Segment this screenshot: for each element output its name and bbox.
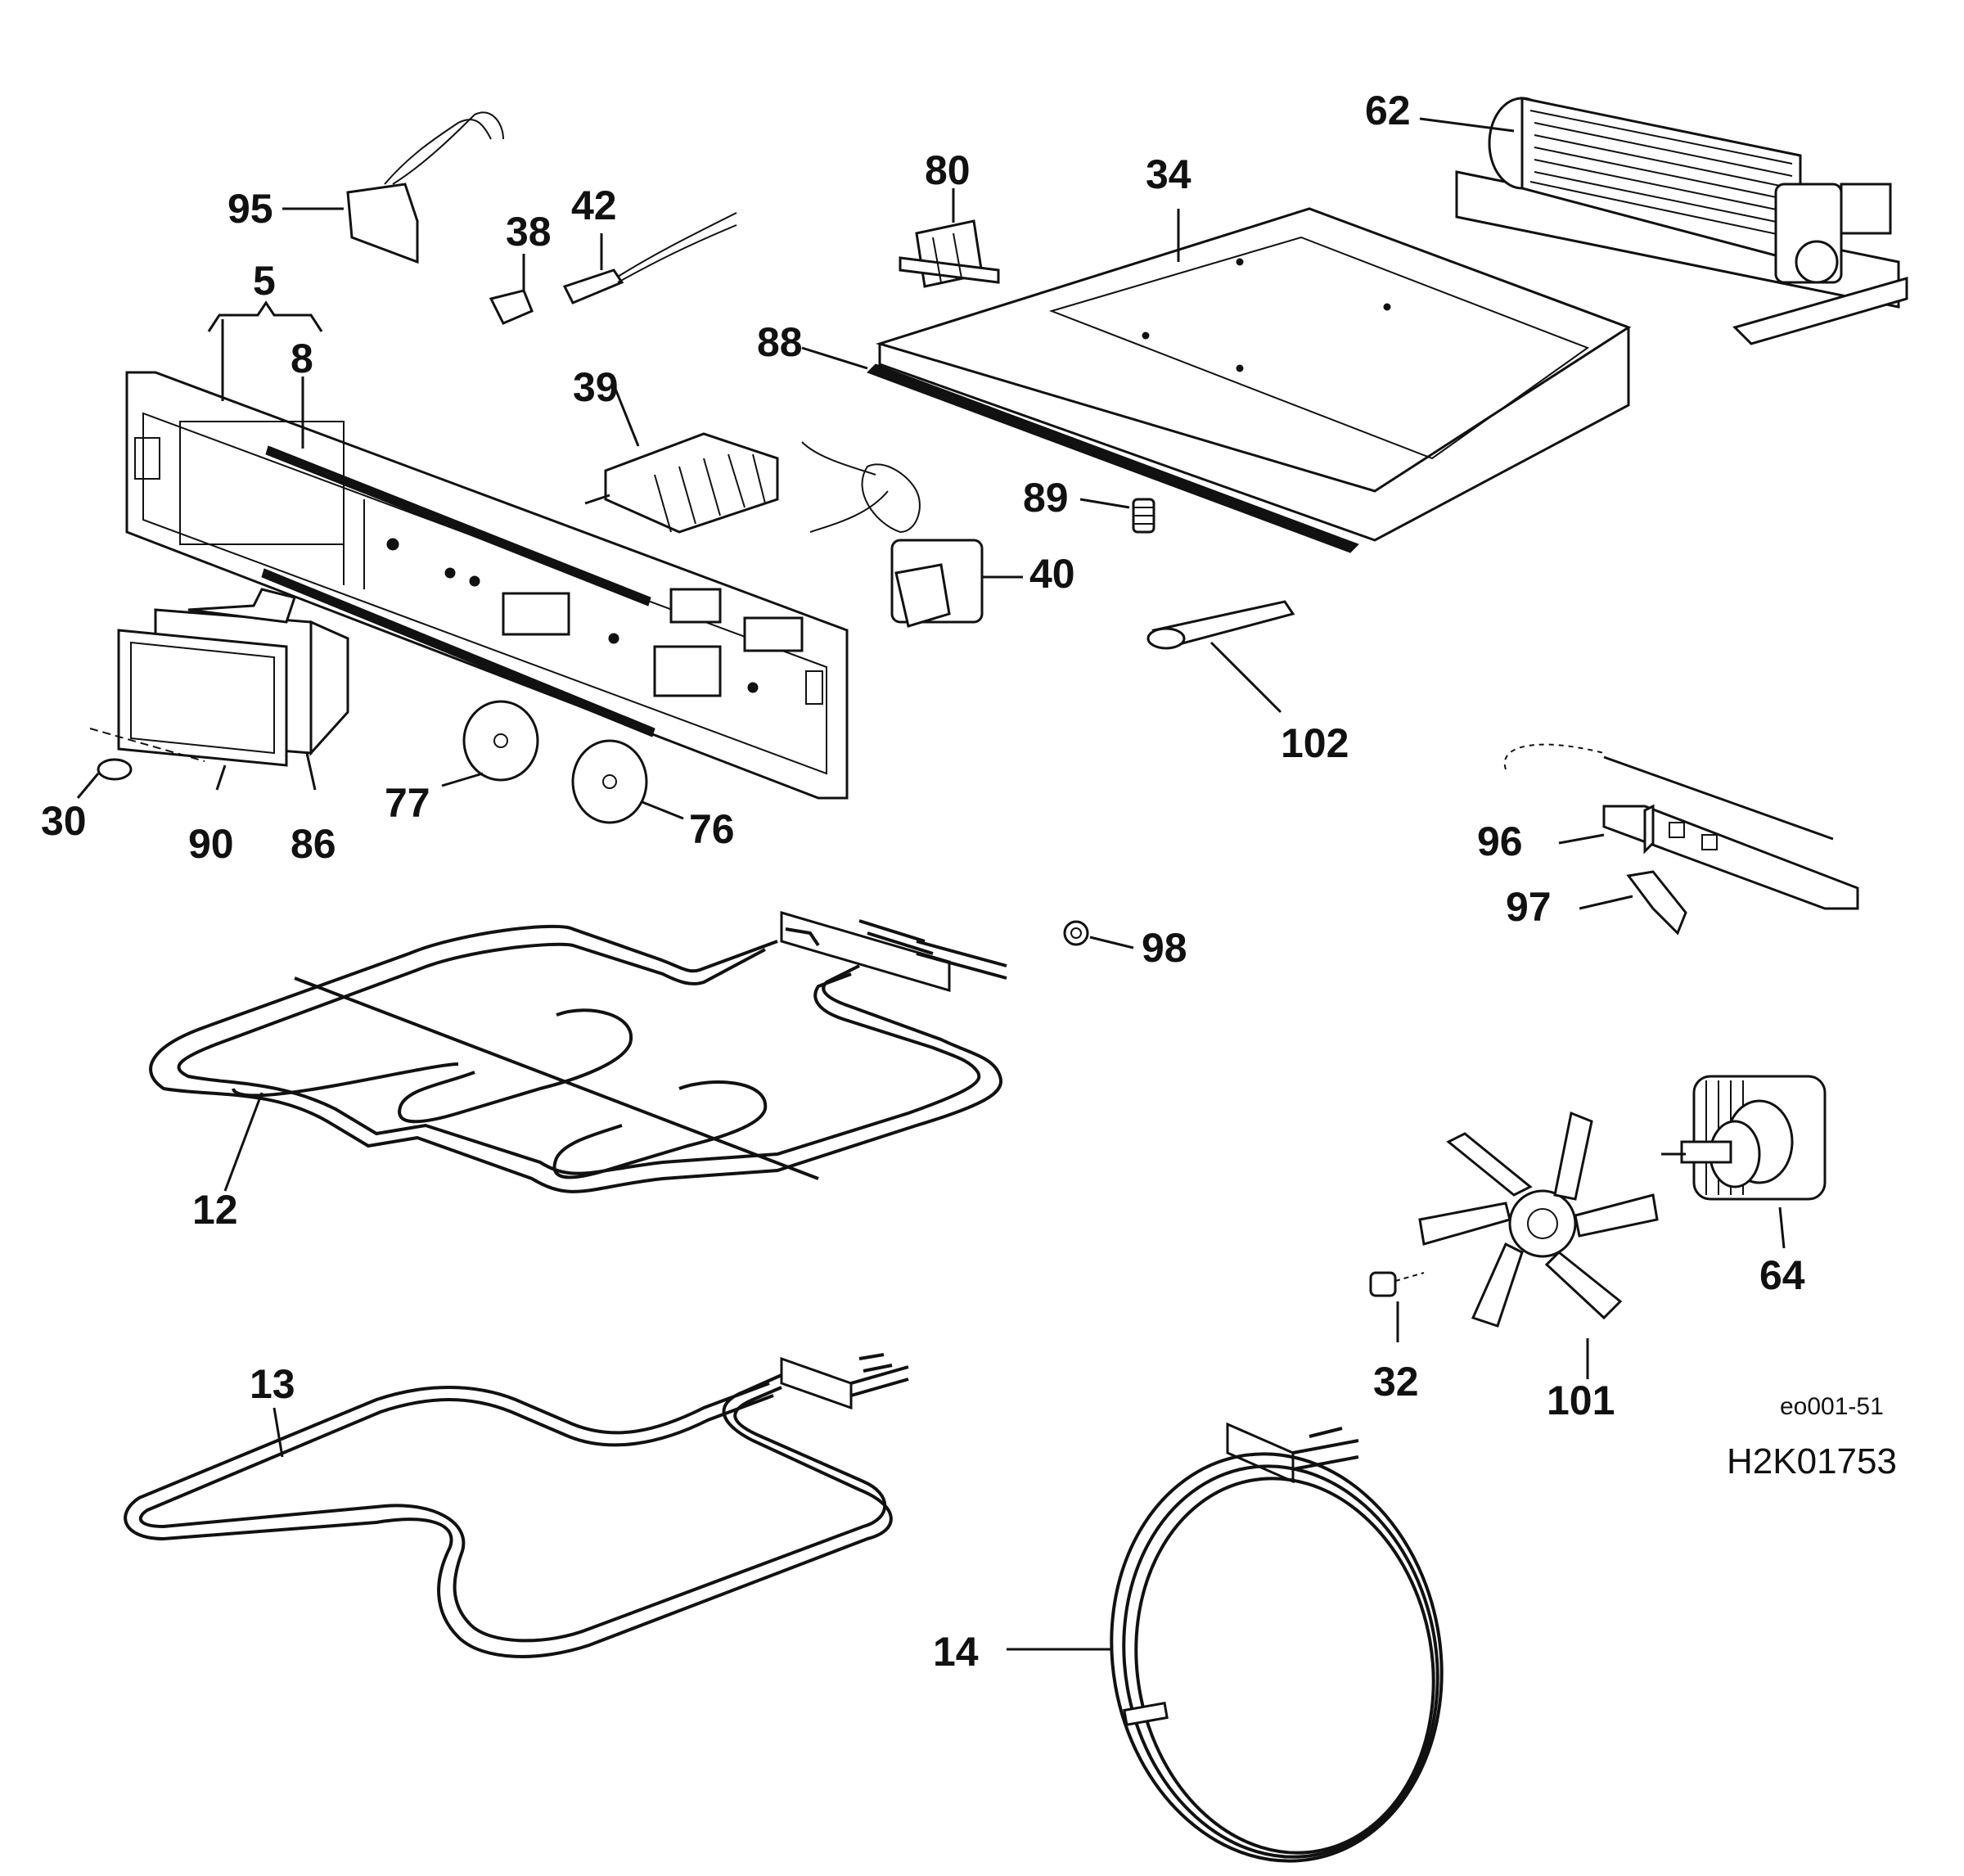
label-80: 80 <box>925 147 971 193</box>
label-38: 38 <box>506 209 552 255</box>
part-8-panel-seal <box>261 377 655 737</box>
label-39: 39 <box>573 364 619 410</box>
label-88: 88 <box>757 319 803 365</box>
label-95: 95 <box>227 186 273 232</box>
part-12-grill-element <box>149 910 1007 1193</box>
label-12: 12 <box>192 1187 238 1233</box>
label-86: 86 <box>291 821 336 867</box>
part-40-thermostat <box>801 441 1023 628</box>
label-98: 98 <box>1142 925 1187 971</box>
part-102-clip <box>1146 600 1295 714</box>
small-drawing-code: eo001-51 <box>1780 1393 1884 1420</box>
label-89: 89 <box>1023 475 1069 521</box>
label-102: 102 <box>1281 720 1349 766</box>
part-34-top-panel <box>875 207 1632 542</box>
part-77-knob <box>441 700 539 787</box>
part-42-sensor-cable <box>562 212 737 304</box>
label-14: 14 <box>933 1629 979 1675</box>
bracket-5 <box>207 300 323 401</box>
part-39-selector-switch <box>584 384 779 534</box>
part-64-fan-motor <box>1661 1075 1827 1249</box>
label-40: 40 <box>1029 551 1075 597</box>
part-98-nut <box>1063 920 1134 949</box>
label-90: 90 <box>188 821 234 867</box>
label-32: 32 <box>1373 1359 1419 1405</box>
part-32-cap <box>1369 1271 1425 1342</box>
label-64: 64 <box>1759 1252 1805 1298</box>
part-80-switch <box>899 188 1000 288</box>
label-30: 30 <box>41 798 87 844</box>
part-95-lamp-holder <box>282 111 504 264</box>
label-62: 62 <box>1365 88 1411 133</box>
label-8: 8 <box>291 336 313 381</box>
part-labels: 62 80 34 95 38 42 5 8 88 39 89 40 102 30… <box>41 88 1897 1675</box>
part-62-tangential-fan <box>1419 97 1908 345</box>
part-13-lower-element <box>124 1353 909 1658</box>
label-42: 42 <box>571 183 617 228</box>
part-96-bracket <box>1503 743 1859 910</box>
drawing-number: H2K01753 <box>1727 1441 1897 1481</box>
part-97-clip <box>1579 870 1687 936</box>
label-97: 97 <box>1506 884 1552 930</box>
label-76: 76 <box>689 806 735 852</box>
part-89-spring <box>1079 498 1155 534</box>
part-88-seal-strip <box>801 346 1359 553</box>
label-101: 101 <box>1547 1378 1615 1423</box>
label-5: 5 <box>253 258 276 304</box>
label-96: 96 <box>1477 818 1523 864</box>
part-14-circular-element <box>1007 1422 1444 1863</box>
label-77: 77 <box>385 780 430 826</box>
part-5-control-panel <box>125 371 849 800</box>
part-90-display-frame <box>117 629 288 791</box>
part-30-lens <box>76 728 205 799</box>
part-101-fan-impeller <box>1418 1111 1659 1379</box>
part-38-lamp <box>489 254 534 325</box>
part-76-knob <box>571 739 684 824</box>
label-13: 13 <box>250 1361 295 1407</box>
label-34: 34 <box>1146 151 1191 197</box>
